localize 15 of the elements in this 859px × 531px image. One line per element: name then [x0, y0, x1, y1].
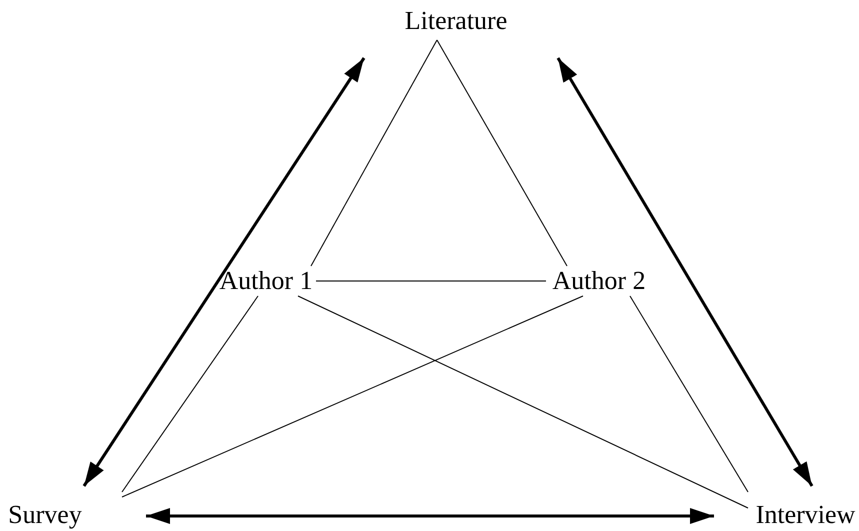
node-label: Survey	[0, 500, 90, 530]
node-label: Literature	[388, 6, 524, 40]
double-arrow	[556, 57, 814, 487]
node-label: Author 1	[216, 266, 316, 296]
connector-line	[436, 40, 568, 266]
connector-line	[310, 40, 438, 266]
node-label: Author 2	[546, 266, 652, 296]
double-arrow	[82, 57, 366, 487]
connector-line	[298, 296, 748, 508]
node-label: Interview	[752, 500, 859, 530]
connector-line	[316, 280, 546, 282]
double-arrow	[146, 508, 714, 524]
connector-line	[630, 296, 748, 492]
connector-line	[122, 296, 584, 498]
connector-line	[122, 296, 258, 492]
